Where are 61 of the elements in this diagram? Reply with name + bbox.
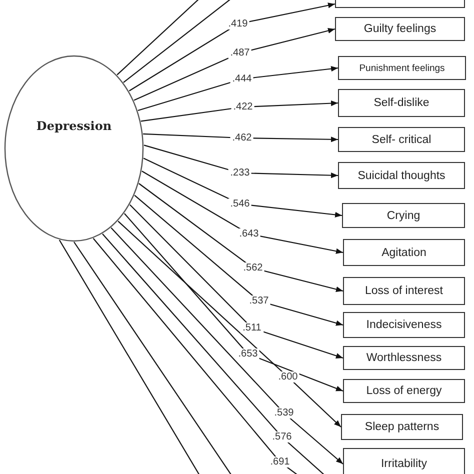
arrow (143, 158, 342, 218)
loading-value: .511 (240, 322, 264, 334)
arrow (142, 170, 344, 254)
arrow (134, 194, 344, 326)
indicator-box (338, 56, 466, 80)
item-label: Punishment feelings (359, 62, 445, 74)
item-label: Agitation (382, 246, 426, 258)
indicator-box (343, 277, 465, 305)
loading-value: .422 (231, 102, 255, 112)
factor-label: Depression (36, 119, 112, 133)
loading-value: .562 (241, 262, 265, 274)
loading-value: .576 (270, 432, 294, 442)
loading-value: .444 (230, 74, 254, 84)
indicator-box (341, 414, 463, 440)
indicator-box (338, 127, 465, 152)
item-label: Worthlessness (366, 352, 442, 364)
arrow (138, 66, 338, 112)
item-label: Loss of interest (365, 285, 443, 297)
item-label: Sleep patterns (364, 421, 440, 433)
indicator-box (343, 312, 465, 338)
item-label: Suicidal thoughts (358, 170, 446, 182)
indicator-box (343, 379, 465, 403)
indicator-box (338, 89, 465, 117)
arrow (143, 133, 338, 142)
arrow (144, 144, 338, 178)
loading-value: .487 (228, 48, 252, 58)
indicator-box (342, 203, 465, 228)
loading-value: .546 (228, 198, 252, 210)
arrow (134, 28, 336, 101)
loading-value: .691 (268, 456, 292, 468)
item-label: Loss of energy (366, 385, 442, 397)
path-line (74, 242, 232, 474)
arrow (128, 2, 336, 92)
arrow (140, 100, 338, 122)
arrow (138, 183, 344, 292)
loading-value: .600 (276, 372, 300, 382)
item-label: Guilty feelings (364, 23, 436, 35)
loading-value: .233 (228, 168, 252, 178)
loading-value: .537 (247, 296, 271, 306)
indicator-box (335, 17, 465, 41)
arrow (118, 220, 342, 428)
item-label: Crying (386, 210, 420, 222)
path-line (116, 0, 200, 76)
item-label: Irritability (380, 458, 427, 470)
loading-value: .643 (237, 228, 261, 240)
indicator-box (343, 239, 465, 266)
indicator-box (343, 448, 465, 474)
loading-value: .419 (226, 18, 250, 30)
item-label: Self- critical (372, 134, 432, 146)
item-label: Self-dislike (374, 97, 430, 109)
path-line (123, 0, 232, 83)
loading-value: .653 (236, 348, 260, 360)
loading-value: .462 (230, 132, 254, 144)
indicator-box (338, 162, 465, 189)
item-label: Indecisiveness (366, 319, 442, 331)
latent-variable-ellipse (4, 55, 144, 242)
path-line (58, 240, 200, 474)
arrow (124, 213, 344, 392)
indicator-box (343, 346, 465, 370)
arrow (130, 204, 344, 359)
loading-value: .539 (272, 408, 296, 418)
